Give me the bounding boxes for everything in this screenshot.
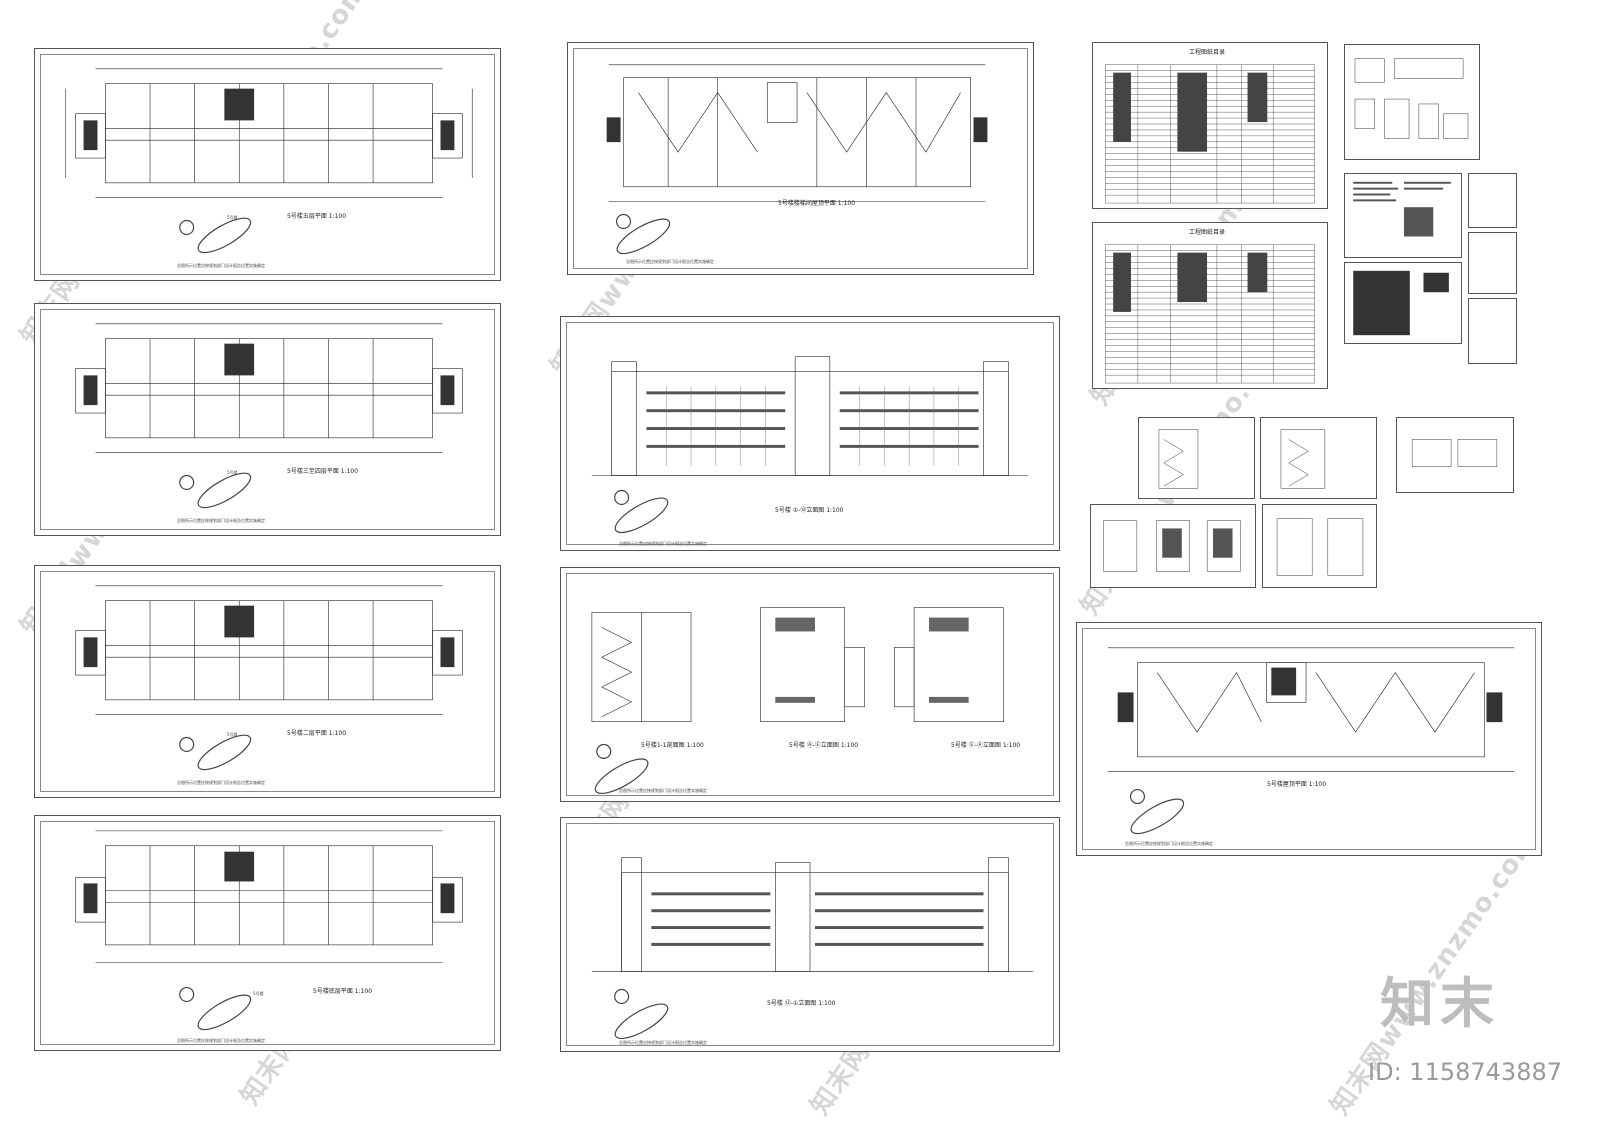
elevation-drawing [591,857,1034,1040]
sheet-title: 5号楼 Ⓔ-Ⓐ立面图 1:100 [951,742,1021,749]
floor-plan-drawing [65,68,473,254]
sheet-stair-plans-b [1262,504,1377,588]
building-tag: 5号楼 [253,991,264,996]
stair-section-drawing [1158,429,1199,489]
footnote: 总图所示位置应按规划部门设计报告位置实施确定 [619,1040,707,1045]
footnote: 总图所示位置应按规划部门设计报告位置实施确定 [626,259,714,264]
sheet-title: 5号楼楼梯间屋顶平面 1:100 [778,200,856,207]
toilet-detail-drawing [1411,439,1498,467]
roof-plan-drawing [1107,647,1515,835]
table-drawing [1353,270,1449,336]
stair-plan-drawing [1276,518,1364,576]
sheet-plan-1f: 5号楼底层平面 1:100 总图所示位置应按规划部门设计报告位置实施确定 5号楼 [34,815,501,1051]
sheet-title: 5号楼三至四层平面 1:100 [287,468,359,475]
building-tag: 5号楼 [227,732,238,737]
sheet-elevation-4: 5号楼 ⑫-①立面图 1:100 总图所示位置应按规划部门设计报告位置实施确定 [560,817,1060,1052]
sheet-drawing-catalog-1: 工程图纸目录 [1092,42,1328,209]
floor-plan-drawing [75,585,463,771]
sheet-title: 5号楼 Ⓐ-Ⓔ立面图 1:100 [789,742,859,749]
catalog-table [1105,244,1315,384]
catalog-title: 工程图纸目录 [1189,229,1226,236]
sheet-title: 5号楼1-1剖面图 1:100 [641,742,704,749]
roof-plan-drawing [606,64,988,255]
sheet-toilet-detail [1396,417,1514,493]
sheet-title: 5号楼二层平面 1:100 [287,730,347,737]
brand-logo: 知末 [1380,972,1500,1035]
footnote: 总图所示位置应按规划部门设计报告位置实施确定 [1125,841,1213,846]
sheet-detail-doors-windows [1344,44,1480,160]
sheet-title: 5号楼五层平面 1:100 [287,213,347,220]
sheet-title: 5号楼 ①-⑫立面图 1:100 [775,507,844,514]
sheet-plan-3-4f: 5号楼三至四层平面 1:100 总图所示位置应按规划部门设计报告位置实施确定 5… [34,303,501,536]
catalog-title: 工程图纸目录 [1189,49,1226,56]
sheet-stair-section-a [1138,417,1255,499]
footnote: 总图所示位置应按规划部门设计报告位置实施确定 [619,788,707,793]
floor-plan-drawing [75,830,463,1031]
notes-drawing [1353,181,1451,237]
sheet-title: 5号楼 ⑫-①立面图 1:100 [767,1000,836,1007]
footnote: 总图所示位置应按规划部门设计报告位置实施确定 [177,1038,265,1043]
sheet-title: 5号楼屋顶平面 1:100 [1267,781,1327,788]
footnote: 总图所示位置应按规划部门设计报告位置实施确定 [177,780,265,785]
footnote: 总图所示位置应按规划部门设计报告位置实施确定 [177,518,265,523]
sheet-roof-plan: 5号楼屋顶平面 1:100 总图所示位置应按规划部门设计报告位置实施确定 [1076,622,1542,856]
building-tag: 5号楼 [227,215,238,220]
sheet-materials-table [1344,262,1462,344]
sheet-stair-section-b [1260,417,1377,499]
sheet-title: 5号楼底层平面 1:100 [313,988,373,995]
stair-section-drawing [1280,429,1326,489]
sheet-detail-stair-1 [1468,173,1517,228]
sheet-section-and-side-elevations: 5号楼1-1剖面图 1:100 5号楼 Ⓐ-Ⓔ立面图 1:100 5号楼 Ⓔ-Ⓐ… [560,567,1060,802]
sheet-plan-2f: 5号楼二层平面 1:100 总图所示位置应按规划部门设计报告位置实施确定 5号楼 [34,565,501,798]
section-drawing [591,607,1004,794]
resource-id: ID: 1158743887 [1368,1058,1562,1086]
sheet-design-notes [1344,173,1462,258]
sheet-elevation-1: 5号楼 ①-⑫立面图 1:100 总图所示位置应按规划部门设计报告位置实施确定 [560,316,1060,551]
stair-plan-drawing [1103,520,1241,572]
elevation-drawing [591,356,1029,534]
footnote: 总图所示位置应按规划部门设计报告位置实施确定 [177,263,265,268]
sheet-stair-roof: 5号楼楼梯间屋顶平面 1:100 总图所示位置应按规划部门设计报告位置实施确定 [567,42,1034,275]
floor-plan-drawing [75,323,463,509]
building-tag: 5号楼 [227,470,238,475]
sheet-detail-stair-3 [1468,298,1517,364]
catalog-table [1105,64,1315,204]
sheet-detail-stair-2 [1468,232,1517,294]
sheet-stair-plans-a [1090,504,1256,588]
sheet-drawing-catalog-2: 工程图纸目录 [1092,222,1328,389]
footnote: 总图所示位置应按规划部门设计报告位置实施确定 [619,541,707,546]
detail-drawing [1354,58,1469,139]
sheet-plan-5f: 5号楼五层平面 1:100 总图所示位置应按规划部门设计报告位置实施确定 5号楼 [34,48,501,281]
